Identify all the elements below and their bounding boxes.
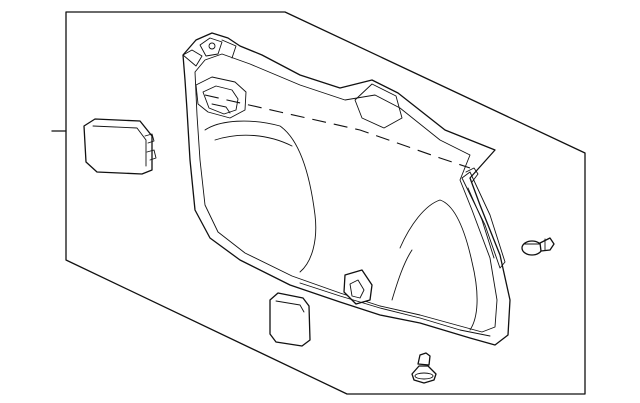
- tailgate-trim-panel: [182, 32, 511, 346]
- retainer-clip: [411, 352, 437, 384]
- access-cover-lower: [269, 292, 311, 347]
- access-cover-upper: [83, 118, 157, 175]
- assembly-boundary: [65, 11, 586, 395]
- push-clip: [521, 237, 555, 256]
